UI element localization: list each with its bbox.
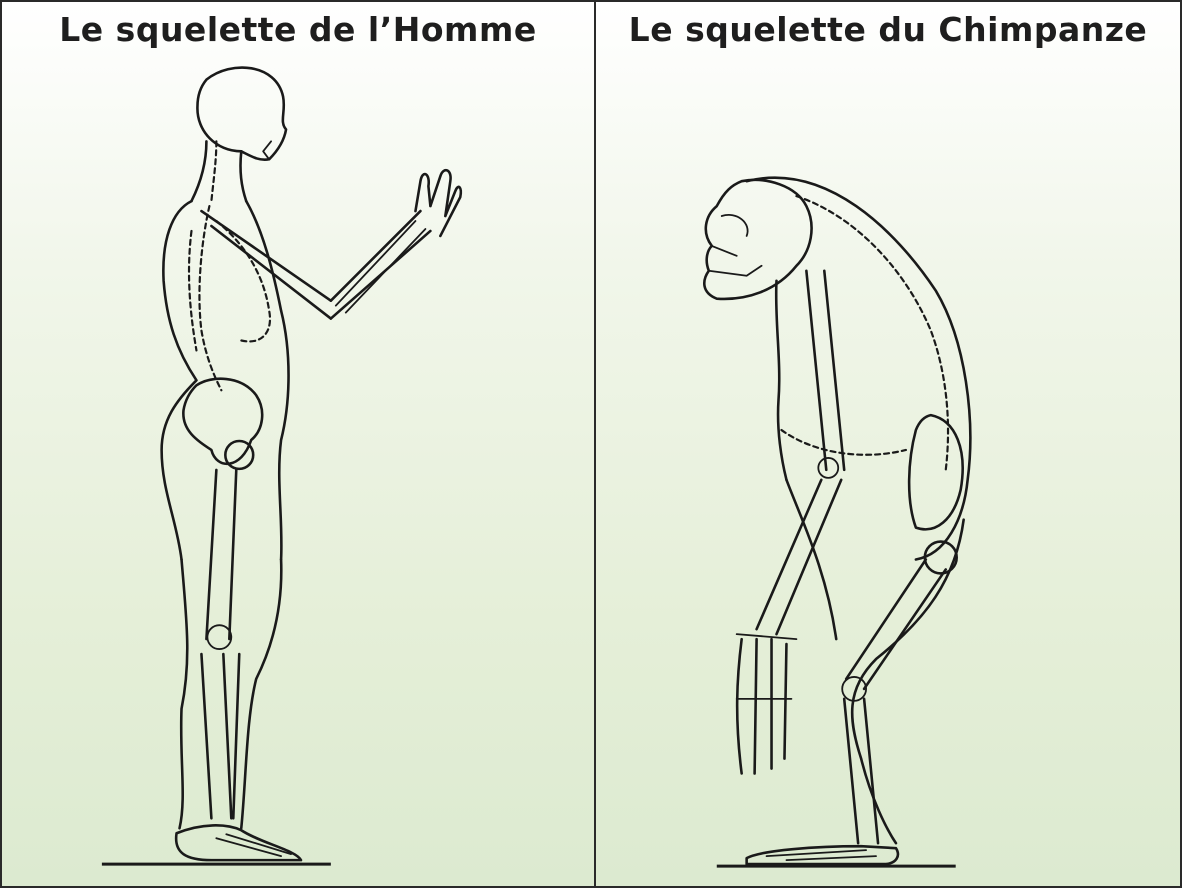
chimp-pelvis bbox=[909, 415, 963, 529]
human-spine bbox=[199, 206, 221, 390]
human-tibia bbox=[201, 654, 239, 818]
chimp-elbow bbox=[818, 458, 838, 478]
chimp-humerus bbox=[806, 271, 844, 470]
chimp-femur bbox=[846, 559, 946, 688]
chimp-hand bbox=[737, 639, 786, 773]
human-forearm bbox=[331, 211, 431, 319]
human-hip-joint bbox=[225, 441, 253, 469]
chimp-skull bbox=[704, 180, 811, 299]
chimp-spine bbox=[796, 196, 948, 470]
human-skeleton-drawing bbox=[2, 2, 594, 886]
human-back bbox=[162, 201, 197, 559]
chimp-forearm bbox=[757, 480, 842, 634]
human-hand bbox=[415, 170, 460, 236]
human-pelvis bbox=[183, 379, 262, 464]
chimpanzee-panel: Le squelette du Chimpanze bbox=[596, 2, 1180, 886]
chimp-ribcage bbox=[781, 430, 905, 455]
chimpanzee-skeleton-drawing bbox=[596, 2, 1180, 886]
human-upper-arm bbox=[201, 211, 330, 319]
human-panel: Le squelette de l’Homme bbox=[2, 2, 596, 886]
chimp-jaw bbox=[709, 246, 762, 276]
chimp-tibia bbox=[844, 699, 878, 843]
human-femur bbox=[206, 470, 236, 639]
human-knee bbox=[207, 625, 231, 649]
human-head bbox=[197, 68, 286, 160]
human-foot bbox=[176, 825, 301, 860]
